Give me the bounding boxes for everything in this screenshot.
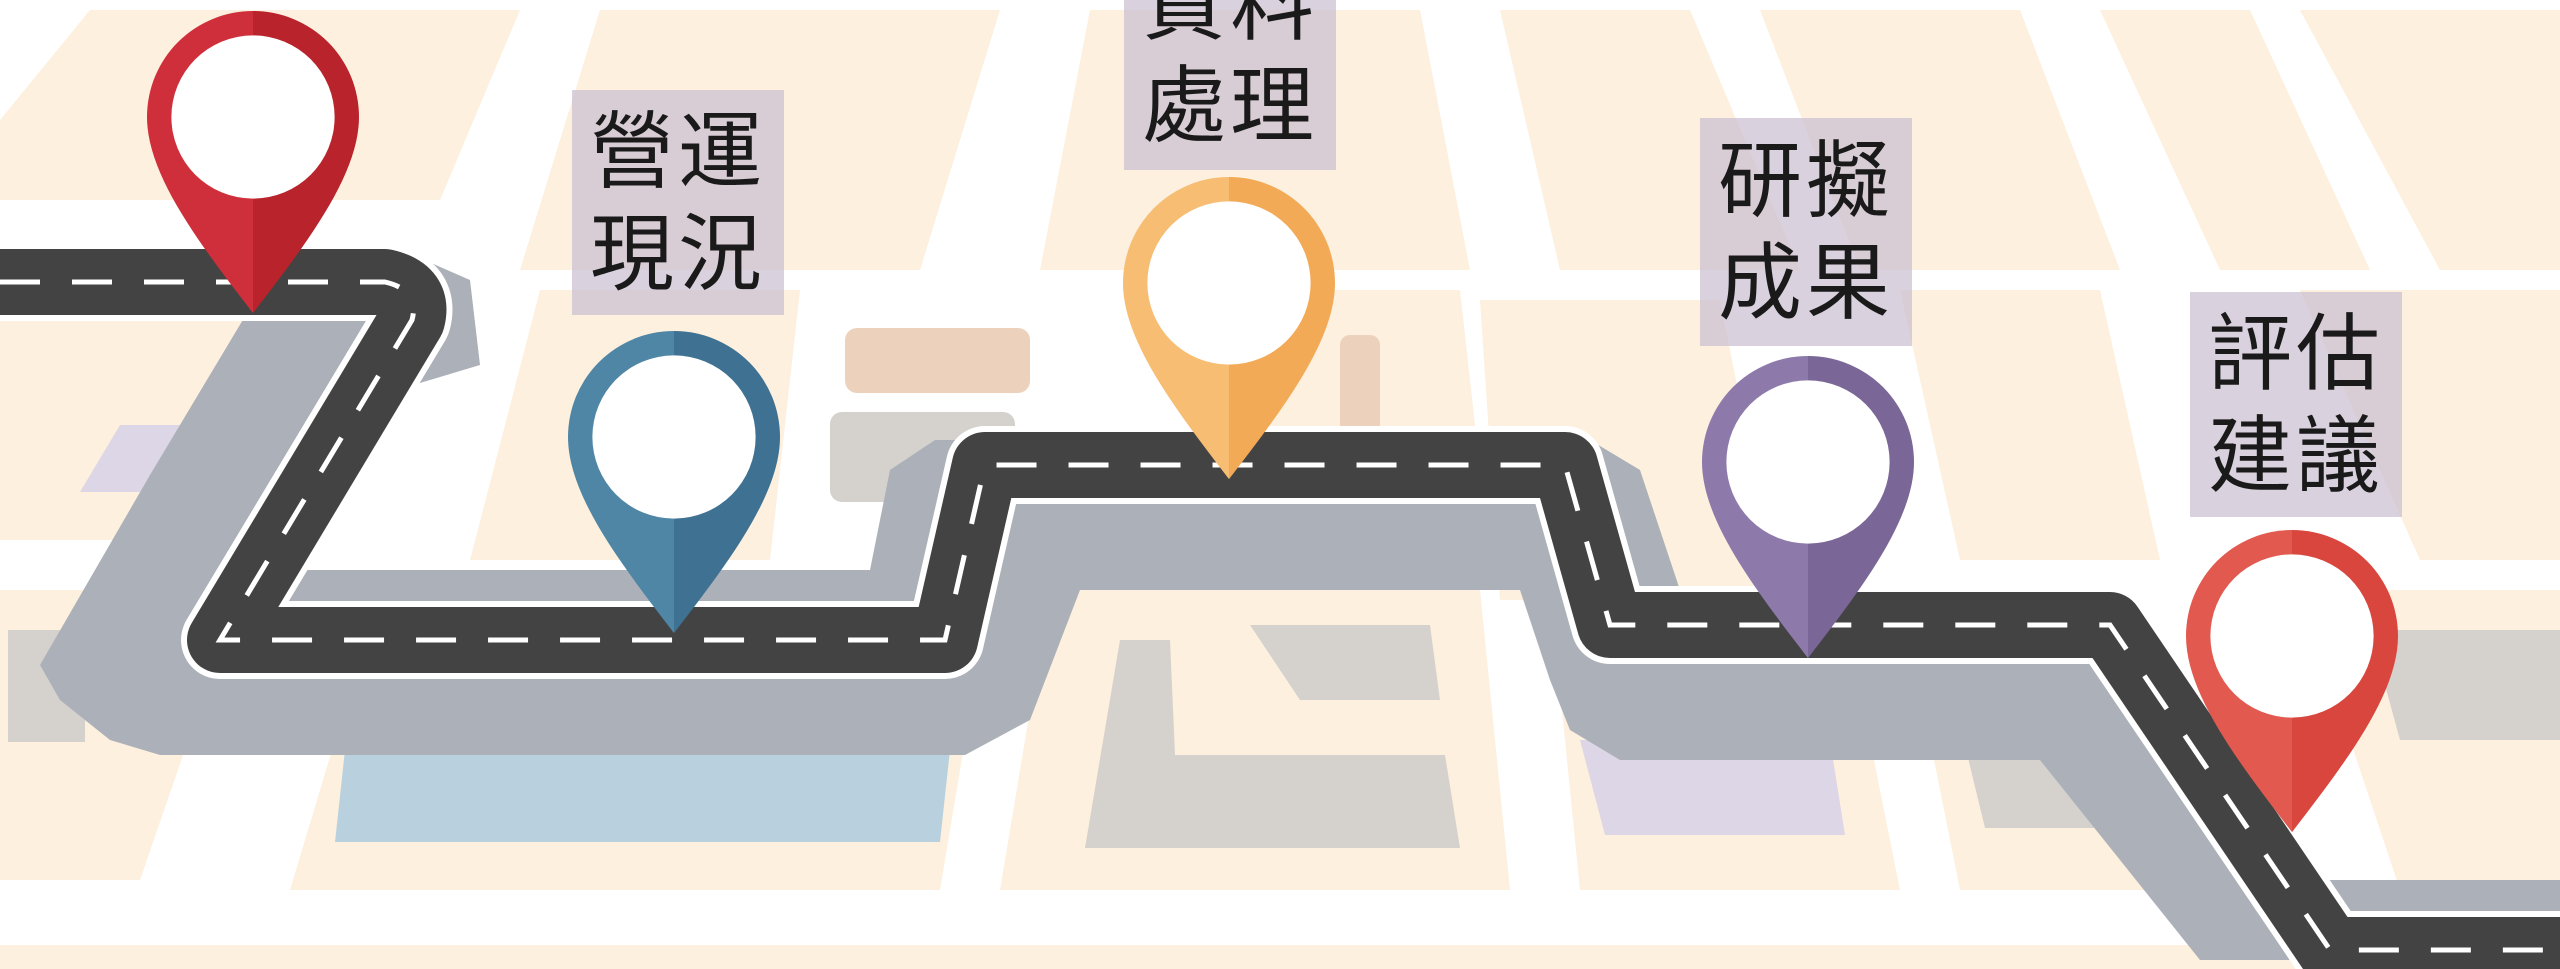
step-label-4: 評估 建議	[2190, 292, 2402, 517]
step-label-2: 資料 處理	[1124, 0, 1336, 170]
location-pin-2-icon	[568, 331, 780, 634]
step-label-4-line1: 評估	[2207, 304, 2384, 403]
location-pin-3-icon	[1123, 177, 1335, 480]
location-pin-4-icon	[1702, 356, 1914, 659]
step-label-3-line2: 成果	[1717, 234, 1894, 332]
step-label-2-line1: 資料	[1141, 0, 1318, 53]
location-pins	[147, 11, 2398, 833]
step-label-2-line2: 處理	[1141, 57, 1318, 155]
step-label-1-line2: 現況	[589, 204, 766, 303]
step-label-1: 營運 現況	[572, 90, 784, 315]
road-center-dashes	[0, 279, 2560, 953]
location-pin-1-icon	[147, 11, 359, 314]
step-label-4-line2: 建議	[2207, 406, 2384, 505]
location-pin-5-icon	[2186, 530, 2398, 833]
step-label-3: 研擬 成果	[1700, 118, 1912, 346]
step-label-3-line1: 研擬	[1717, 132, 1894, 230]
step-label-1-line1: 營運	[589, 102, 766, 201]
road	[0, 243, 2560, 969]
building-shapes	[8, 328, 2560, 848]
